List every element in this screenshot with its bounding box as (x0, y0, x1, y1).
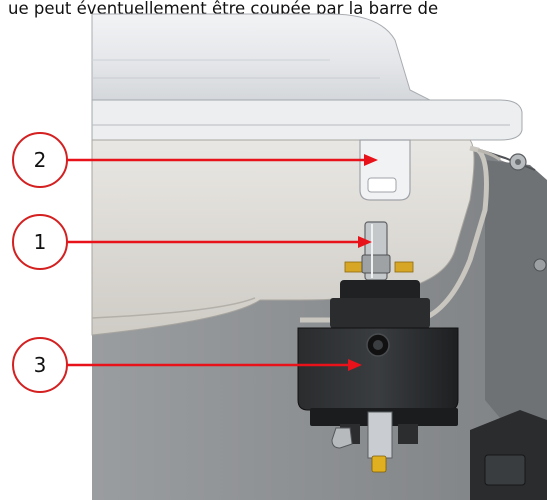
yellow-nut-left (344, 261, 364, 273)
cabinet-side (485, 160, 547, 430)
callout-number-3: 3 (34, 353, 47, 377)
pump-shaft (367, 411, 393, 459)
yellow-nut-right (394, 261, 414, 273)
callout-arrow-1 (358, 236, 372, 248)
callout-number-1: 1 (34, 230, 47, 254)
lid-rim (91, 99, 523, 141)
pump-collar (340, 280, 420, 302)
lid-top (91, 13, 431, 113)
callout-arrow-3 (348, 359, 362, 371)
elbow-fitting (331, 427, 353, 449)
callout-2: 2 (12, 132, 378, 188)
callout-number-2: 2 (34, 148, 47, 172)
callout-3: 3 (12, 337, 362, 393)
callout-1: 1 (12, 214, 372, 270)
pump-tip (371, 455, 387, 473)
callout-arrow-2 (364, 154, 378, 166)
